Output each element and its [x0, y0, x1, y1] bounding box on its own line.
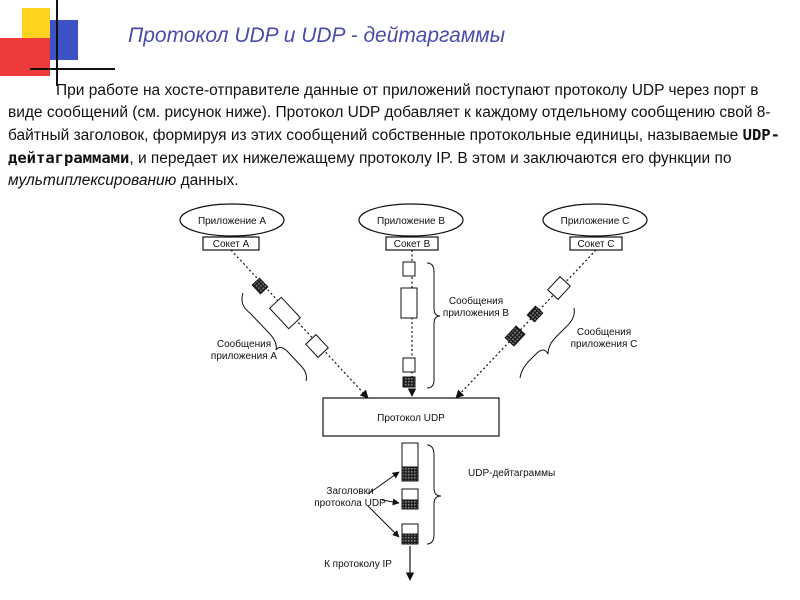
brace-datagrams	[426, 444, 442, 545]
body-text-part1: При работе на хосте-отправителе данные о…	[8, 82, 771, 144]
message-b-header	[402, 376, 416, 388]
socket-a-label: Сокет А	[213, 239, 250, 250]
app-a-node: Приложение А Сокет А	[179, 203, 285, 251]
datagrams-group: UDP-дейтаграммы	[401, 442, 555, 545]
headers-arrow-1	[367, 471, 400, 495]
headers-label-line1: Заголовки	[326, 486, 373, 497]
messages-c-label-line2: приложения С	[571, 339, 638, 350]
udp-protocol-label: Протокол UDP	[377, 413, 445, 424]
messages-a-label-line2: приложения А	[211, 351, 278, 362]
messages-b-label-line1: Сообщения	[449, 295, 503, 307]
messages-b-label-line2: приложения В	[443, 308, 510, 319]
headers-arrow-2	[381, 498, 400, 506]
headers-arrow-3	[367, 505, 400, 538]
messages-b-group: Сообщения приложения В	[400, 261, 510, 389]
message-c-header-2	[504, 325, 526, 347]
decor-vertical-line	[56, 0, 58, 86]
decor-blue-square	[50, 20, 78, 60]
messages-a-group: Сообщения приложения А	[211, 277, 329, 382]
datagram-3-header	[401, 533, 419, 545]
slide-title: Протокол UDP и UDP - дейтаргаммы	[128, 24, 506, 47]
udp-protocol-box	[322, 397, 500, 437]
decor-yellow-square	[22, 8, 50, 38]
decor-horizontal-line	[30, 68, 115, 70]
brace-c	[519, 307, 575, 379]
messages-c-label-line1: Сообщения	[577, 326, 631, 338]
to-ip-label: К протоколу IP	[324, 559, 392, 570]
slide-body-text: При работе на хосте-отправителе данные о…	[8, 80, 788, 192]
messages-a-label-line1: Сообщения	[217, 338, 271, 350]
app-c-ellipse	[542, 203, 648, 237]
socket-b-label: Сокет В	[394, 239, 431, 250]
message-c-body-small	[547, 275, 571, 301]
body-text-part3: данных.	[176, 172, 239, 189]
app-c-node: Приложение С Сокет С	[542, 203, 648, 251]
headers-label-line2: протокола UDP	[314, 498, 386, 509]
datagram-1-header	[401, 466, 419, 482]
message-b-3	[402, 357, 416, 373]
message-a-body	[268, 296, 302, 330]
app-a-label: Приложение А	[198, 216, 266, 227]
flow-arrow-a	[230, 249, 369, 399]
app-c-label: Приложение С	[561, 216, 630, 227]
body-text-italic-term: мультиплексированию	[8, 172, 177, 189]
message-c-header-1	[526, 305, 544, 323]
brace-b	[426, 262, 441, 389]
messages-c-group: Сообщения приложения С	[504, 275, 638, 379]
flow-arrow-c	[455, 249, 597, 399]
message-a-header	[251, 277, 269, 295]
message-b-1	[402, 261, 416, 277]
brace-a	[241, 292, 307, 382]
app-a-ellipse	[179, 203, 285, 237]
message-b-2	[400, 287, 418, 319]
app-b-label: Приложение В	[377, 216, 445, 227]
body-text-bold-term: UDP-дейтаграммами	[8, 126, 780, 167]
datagrams-label: UDP-дейтаграммы	[468, 468, 555, 479]
app-b-node: Приложение В Сокет В	[358, 203, 464, 251]
socket-c-label: Сокет С	[577, 239, 614, 250]
datagram-2-header	[401, 499, 419, 510]
app-b-ellipse	[358, 203, 464, 237]
body-text-part2: , и передает их нижележащему протоколу I…	[129, 150, 732, 167]
message-a-body-small	[305, 333, 329, 359]
